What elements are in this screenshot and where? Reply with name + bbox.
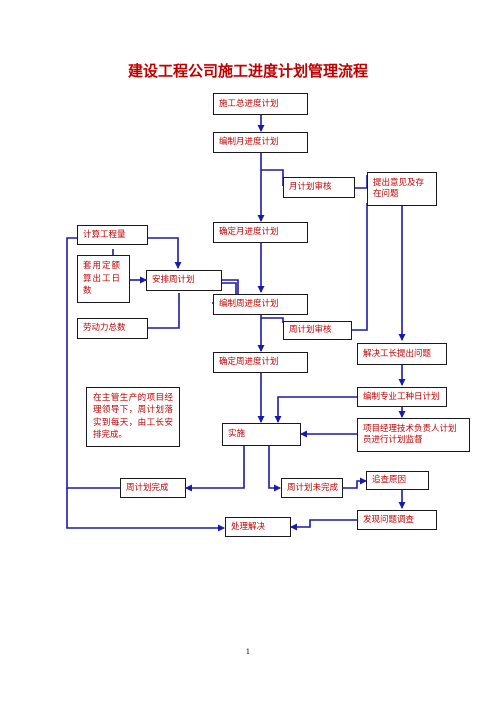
node-compile-weekly: 编制周进度计划 bbox=[213, 294, 308, 315]
arrow-quantity-to-arrange bbox=[148, 237, 182, 269]
line-weekly-review-up bbox=[352, 203, 368, 331]
line-left-feedback bbox=[66, 237, 120, 489]
arrow-daily-plan-to-implementation bbox=[274, 396, 357, 423]
page-number: 1 bbox=[245, 648, 251, 656]
node-calc-quantity: 计算工程量 bbox=[77, 225, 148, 245]
node-implementation: 实施 bbox=[222, 423, 301, 446]
node-compile-monthly: 编制月进度计划 bbox=[213, 132, 308, 153]
node-raise-issues: 提出意见及存在问题 bbox=[367, 172, 437, 206]
line-to-monthly-review bbox=[261, 169, 284, 186]
arrow-impl-to-not-done bbox=[268, 446, 281, 492]
node-supervision: 项目经理技术负责人计划员进行计划监督 bbox=[357, 418, 470, 452]
line-review-to-issues bbox=[355, 175, 368, 189]
node-resolve-issues: 解决工长提出问题 bbox=[357, 343, 447, 365]
node-trade-daily-plan: 编制专业工种日计划 bbox=[357, 387, 447, 407]
page-title: 建设工程公司施工进度计划管理流程 bbox=[127, 62, 368, 80]
arrow-impl-to-done bbox=[185, 446, 245, 492]
node-labor-total: 劳动力总数 bbox=[77, 318, 148, 339]
node-confirm-weekly: 确定周进度计划 bbox=[213, 352, 308, 373]
arrow-not-done-to-trace bbox=[343, 477, 367, 489]
node-apply-quota: 套用定额算出工日数 bbox=[77, 255, 130, 303]
arrow-left-to-handle bbox=[66, 488, 225, 532]
line-to-weekly-review bbox=[261, 317, 284, 323]
node-weekly-review: 周计划审核 bbox=[283, 321, 352, 340]
node-arrange-weekly: 安排周计划 bbox=[146, 270, 222, 291]
node-master-plan: 施工总进度计划 bbox=[213, 93, 308, 115]
node-confirm-monthly: 确定月进度计划 bbox=[213, 222, 308, 243]
node-monthly-review: 月计划审核 bbox=[283, 177, 355, 198]
node-weekly-not-done: 周计划未完成 bbox=[281, 478, 343, 498]
arrow-investigate-to-handle bbox=[290, 519, 357, 531]
line-arrange-to-labor bbox=[148, 293, 180, 329]
node-handle: 处理解决 bbox=[225, 517, 291, 537]
note-weekly-implementation: 在主管生产的项目经理领导下，周计划落实到每天，由工长安排完成。 bbox=[86, 387, 180, 447]
node-weekly-done: 周计划完成 bbox=[120, 478, 186, 498]
node-investigate: 发现问题调查 bbox=[357, 510, 437, 530]
node-trace-cause: 追查原因 bbox=[366, 471, 429, 490]
